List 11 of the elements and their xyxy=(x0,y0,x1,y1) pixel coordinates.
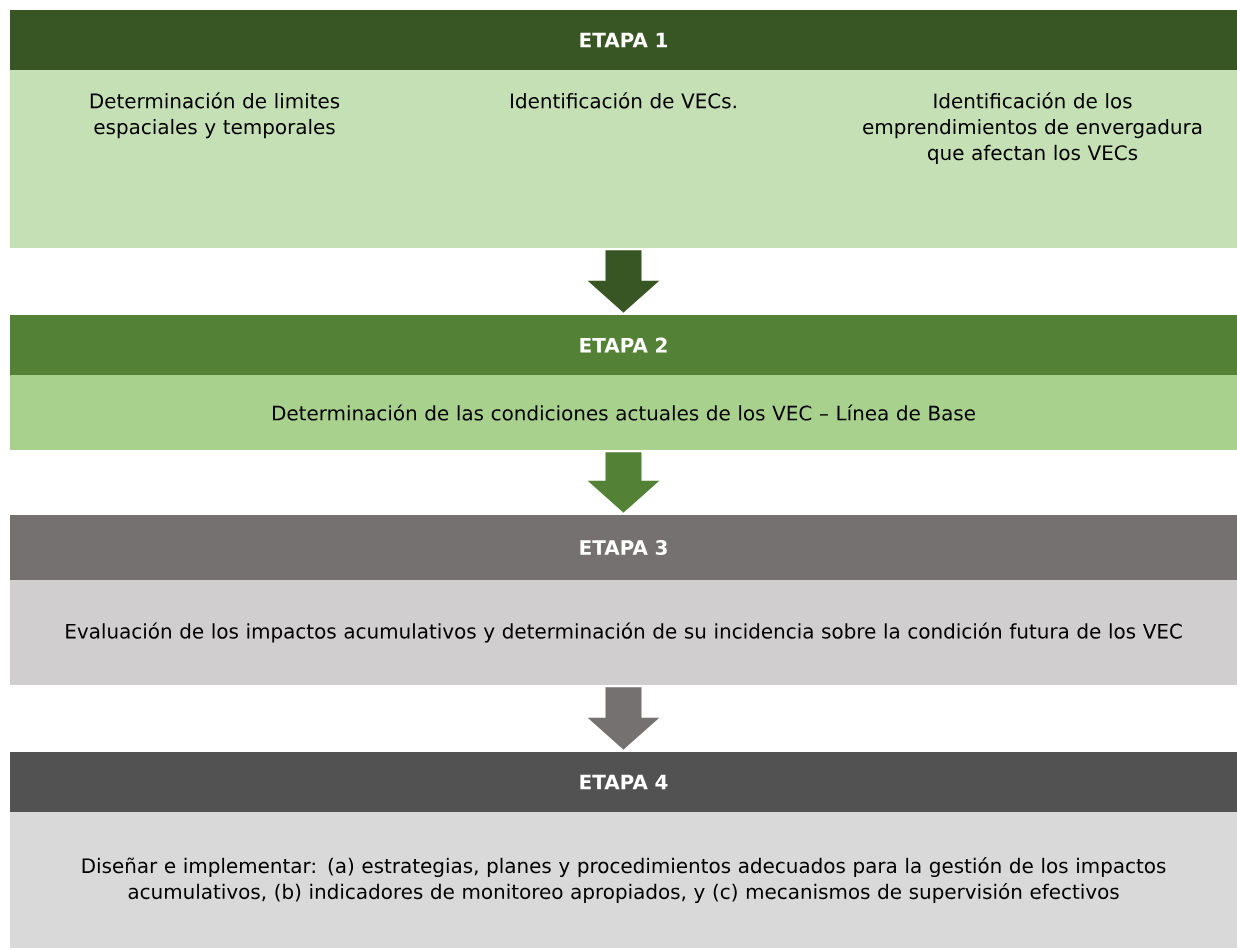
description-text: Identificación de VECs. xyxy=(511,92,736,109)
description-band: Determinación de las condiciones actuales de los VEC – Línea de Base xyxy=(10,375,1237,450)
description-band: Diseñar e implementar: (a) estrategias, planes y procedimientos adecuados para la gestión de los impactos acumulativos, (b) indicadores de monitoreo apropiados, y (c) mecanismos de supervisión efectivos xyxy=(10,812,1237,948)
description-text: Determinación de limites espaciales y temporales xyxy=(90,92,340,139)
stage-header: ETAPA 1 xyxy=(10,10,1237,70)
description-band: Evaluación de los impactos acumulativos y determinación de su incidencia sobre la condición futura de los VEC xyxy=(10,580,1237,685)
stage-header: ETAPA 2 xyxy=(10,315,1237,375)
stage-header: ETAPA 4 xyxy=(10,752,1237,812)
description-text: Identificación de los emprendimientos de envergadura que afectan los VECs xyxy=(863,92,1202,165)
description-band xyxy=(10,70,1237,248)
stage-header: ETAPA 3 xyxy=(10,515,1237,580)
